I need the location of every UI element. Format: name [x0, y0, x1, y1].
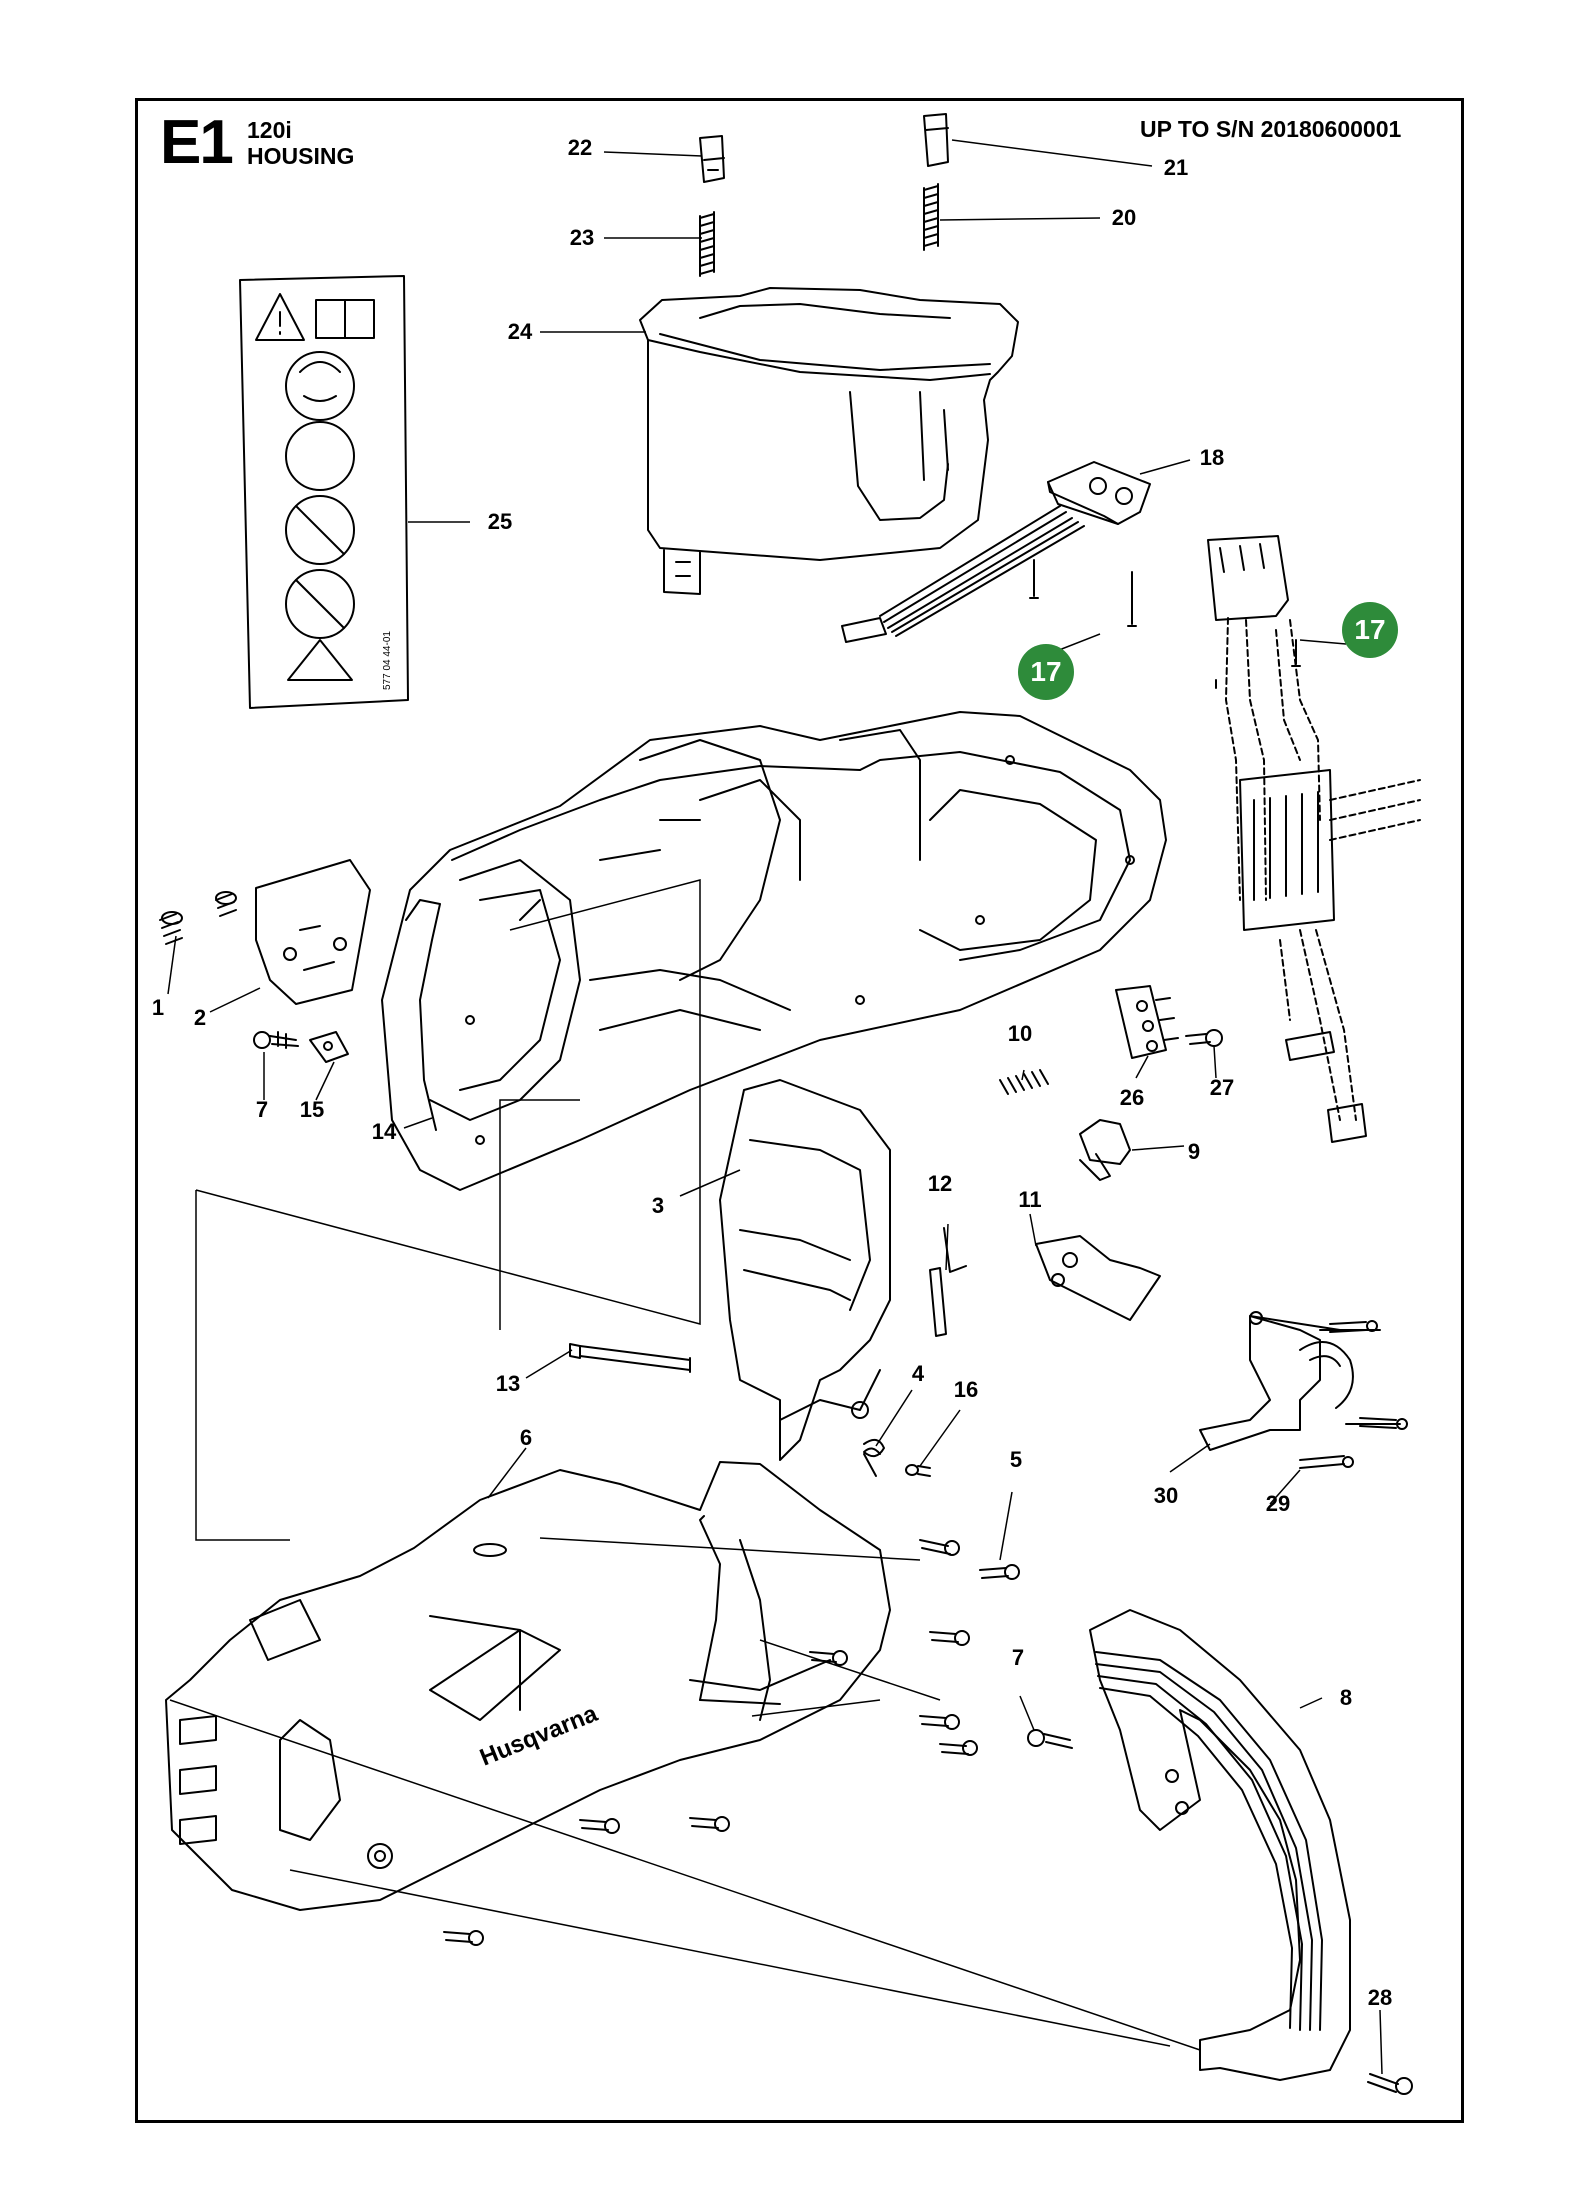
callout-5: 5 [1009, 1447, 1023, 1472]
wiring-harness [1207, 535, 1421, 1143]
callout-9: 9 [1187, 1139, 1201, 1164]
drawing-frame [135, 98, 1464, 2123]
part-12-rod [929, 1227, 967, 1337]
part-21-cap [923, 113, 949, 167]
callout-13: 13 [495, 1371, 521, 1396]
part-26-connector [1115, 985, 1179, 1059]
callout-7-right: 7 [1011, 1645, 1025, 1670]
part-11-trigger-lock [1035, 1235, 1161, 1321]
part-6-cover [165, 1461, 891, 1911]
callout-25: 25 [487, 509, 513, 534]
part-28-screw [1367, 2073, 1413, 2095]
callout-10: 10 [1007, 1021, 1033, 1046]
section-letter: E1 [160, 108, 234, 177]
callout-27: 27 [1209, 1075, 1235, 1100]
part-20-spring [923, 183, 939, 251]
part-24-battery-compartment [639, 287, 1019, 595]
serial-note: UP TO S/N 20180600001 [1140, 116, 1402, 142]
part-25-decal [239, 275, 409, 709]
part-16-screw [905, 1464, 931, 1477]
part-15-nut [309, 1031, 349, 1063]
part-18-switch [841, 461, 1151, 643]
callout-11: 11 [1018, 1187, 1042, 1212]
callout-14: 14 [371, 1119, 397, 1144]
callout-7-left: 7 [255, 1097, 269, 1122]
callout-6: 6 [519, 1425, 533, 1450]
part-4-spring-clip [863, 1438, 885, 1477]
callout-18: 18 [1199, 445, 1225, 470]
part-30-bracket [1199, 1311, 1401, 1451]
part-9-trigger [1079, 1119, 1131, 1181]
part-7-screw-b [1027, 1729, 1073, 1749]
part-23-spring [699, 211, 715, 277]
decal-code: 577 04 44-01 [382, 631, 393, 690]
callout-22: 22 [567, 135, 593, 160]
callout-29: 29 [1265, 1491, 1291, 1516]
callout-12: 12 [927, 1171, 953, 1196]
assembly-title: HOUSING [247, 143, 355, 169]
part-3-handle [719, 1079, 891, 1461]
callout-20: 20 [1111, 205, 1137, 230]
callout-8: 8 [1339, 1685, 1353, 1710]
part-7-screw-a [253, 1031, 299, 1049]
callout-2: 2 [193, 1005, 207, 1030]
part-10-spring [999, 1069, 1049, 1095]
part-27-screw [1185, 1029, 1223, 1047]
callout-30: 30 [1153, 1483, 1179, 1508]
part-1-spring [159, 891, 237, 945]
callout-17-left: 17 [1018, 644, 1074, 700]
part-8-front-handle [1089, 1609, 1351, 2081]
part-13-pin [569, 1343, 691, 1373]
callout-15: 15 [299, 1097, 325, 1122]
callout-17-right: 17 [1342, 602, 1398, 658]
callout-21: 21 [1163, 155, 1189, 180]
callout-24: 24 [507, 319, 533, 344]
part-2-plate [255, 859, 371, 1005]
callout-28: 28 [1367, 1985, 1393, 2010]
part-14-main-housing [381, 711, 1167, 1191]
callout-26: 26 [1119, 1085, 1145, 1110]
model-name: 120i [247, 117, 292, 143]
callout-4: 4 [911, 1361, 925, 1386]
callout-16: 16 [953, 1377, 979, 1402]
part-22-cap [699, 135, 725, 183]
part-29-screws [1299, 1320, 1408, 1469]
callout-1: 1 [151, 995, 165, 1020]
callout-3: 3 [651, 1193, 665, 1218]
callout-23: 23 [569, 225, 595, 250]
